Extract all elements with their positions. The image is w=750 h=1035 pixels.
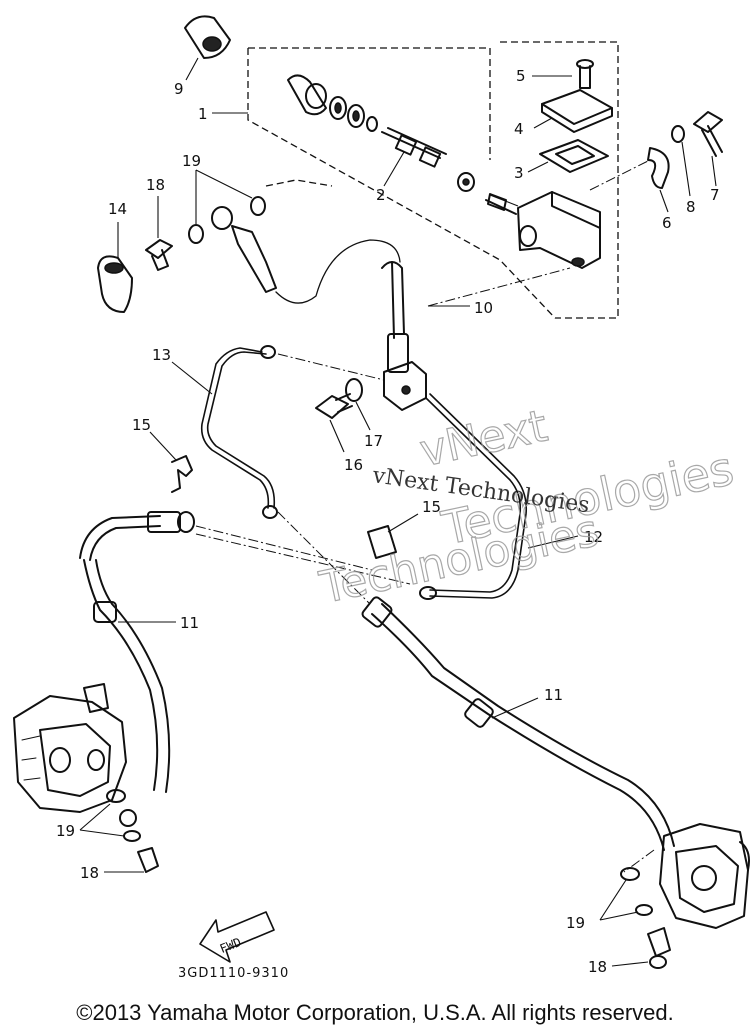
part-15-clamp-center	[367, 525, 397, 559]
part-11-hose-left	[79, 511, 195, 793]
part-14-cover	[97, 255, 133, 313]
leader-15-left	[149, 431, 177, 461]
part-18-bolt-top	[145, 239, 173, 271]
part-19-washers-top	[188, 196, 266, 244]
callout-18-left: 18	[80, 864, 99, 882]
leader-19-top	[195, 169, 253, 224]
callout-6: 6	[662, 214, 672, 232]
part-15-clamp-left	[171, 455, 193, 493]
leader-16	[329, 419, 345, 453]
switch-wire	[275, 239, 401, 304]
part-18-bolt-right	[647, 927, 671, 969]
callout-15-left: 15	[132, 416, 151, 434]
chain-right	[623, 849, 655, 873]
part-16-bolt	[315, 393, 353, 419]
leader-11-right	[491, 697, 539, 719]
part-7-bolt	[693, 111, 723, 157]
leader-7	[711, 155, 717, 187]
callout-18-top: 18	[146, 176, 165, 194]
callout-11-right: 11	[544, 686, 563, 704]
leader-12	[527, 535, 579, 549]
part-6-holder	[647, 147, 670, 189]
callout-12: 12	[584, 528, 603, 546]
copyright-footer: ©2013 Yamaha Motor Corporation, U.S.A. A…	[76, 1000, 674, 1025]
brake-light-switch	[211, 206, 277, 293]
leader-9	[185, 57, 199, 81]
callout-2: 2	[376, 186, 386, 204]
callout-14: 14	[108, 200, 127, 218]
callout-19-right: 19	[566, 914, 585, 932]
hose-joint	[383, 361, 427, 411]
leader-15-center	[387, 513, 419, 533]
callout-5: 5	[516, 67, 526, 85]
drawing-code: 3GD1110-9310	[178, 966, 289, 981]
kit-group-outline	[247, 41, 619, 319]
master-cylinder-body	[485, 191, 601, 269]
part-19-washers-right	[620, 867, 653, 916]
leader-4	[533, 117, 553, 129]
fwd-arrow: FWD	[199, 911, 275, 963]
leader-8	[681, 141, 691, 197]
part-13-brake-pipe	[200, 345, 278, 519]
part-18-bolt-left	[119, 809, 159, 873]
part-12-brake-pipe	[419, 393, 528, 600]
part-4-reservoir-cap	[541, 89, 613, 133]
callout-11-left: 11	[180, 614, 199, 632]
callout-7: 7	[710, 186, 720, 204]
chain-center	[277, 511, 371, 605]
callout-19-top: 19	[182, 152, 201, 170]
callout-13: 13	[152, 346, 171, 364]
callout-9: 9	[174, 80, 184, 98]
callout-16: 16	[344, 456, 363, 474]
callout-15-center: 15	[422, 498, 441, 516]
callout-1: 1	[198, 105, 208, 123]
part-10-brake-hose	[381, 261, 409, 373]
callout-19-left: 19	[56, 822, 75, 840]
callout-8: 8	[686, 198, 696, 216]
leader-2	[383, 151, 405, 187]
leader-18-right	[611, 961, 649, 967]
part-8-washer	[671, 125, 685, 143]
part-3-diaphragm	[539, 139, 609, 173]
callout-10: 10	[474, 299, 493, 317]
part-5-screw	[576, 59, 594, 89]
chain-left	[195, 525, 373, 571]
leader-17	[355, 401, 371, 431]
centerline-6	[589, 159, 651, 191]
watermark-big-vnext: vNext	[416, 401, 552, 478]
callout-4: 4	[514, 120, 524, 138]
fwd-label: FWD	[218, 935, 243, 956]
callout-18-right: 18	[588, 958, 607, 976]
chain-upper	[265, 179, 333, 187]
leader-13	[171, 361, 213, 395]
chain-10	[427, 267, 571, 307]
leader-switch	[489, 194, 519, 207]
caliper-left	[13, 683, 127, 813]
callout-17: 17	[364, 432, 383, 450]
part-11-hose-right	[361, 596, 675, 851]
leader-19-left	[79, 803, 125, 837]
caliper-right	[659, 823, 750, 929]
part-17-washer	[345, 378, 363, 402]
callout-3: 3	[514, 164, 524, 182]
leader-3	[527, 161, 549, 173]
leader-6	[659, 189, 669, 213]
chain-13	[277, 353, 385, 381]
piston-kit-parts	[287, 74, 475, 192]
leader-19-right	[599, 879, 639, 921]
chain-left-2	[195, 533, 411, 585]
part-9-cap	[184, 15, 231, 59]
